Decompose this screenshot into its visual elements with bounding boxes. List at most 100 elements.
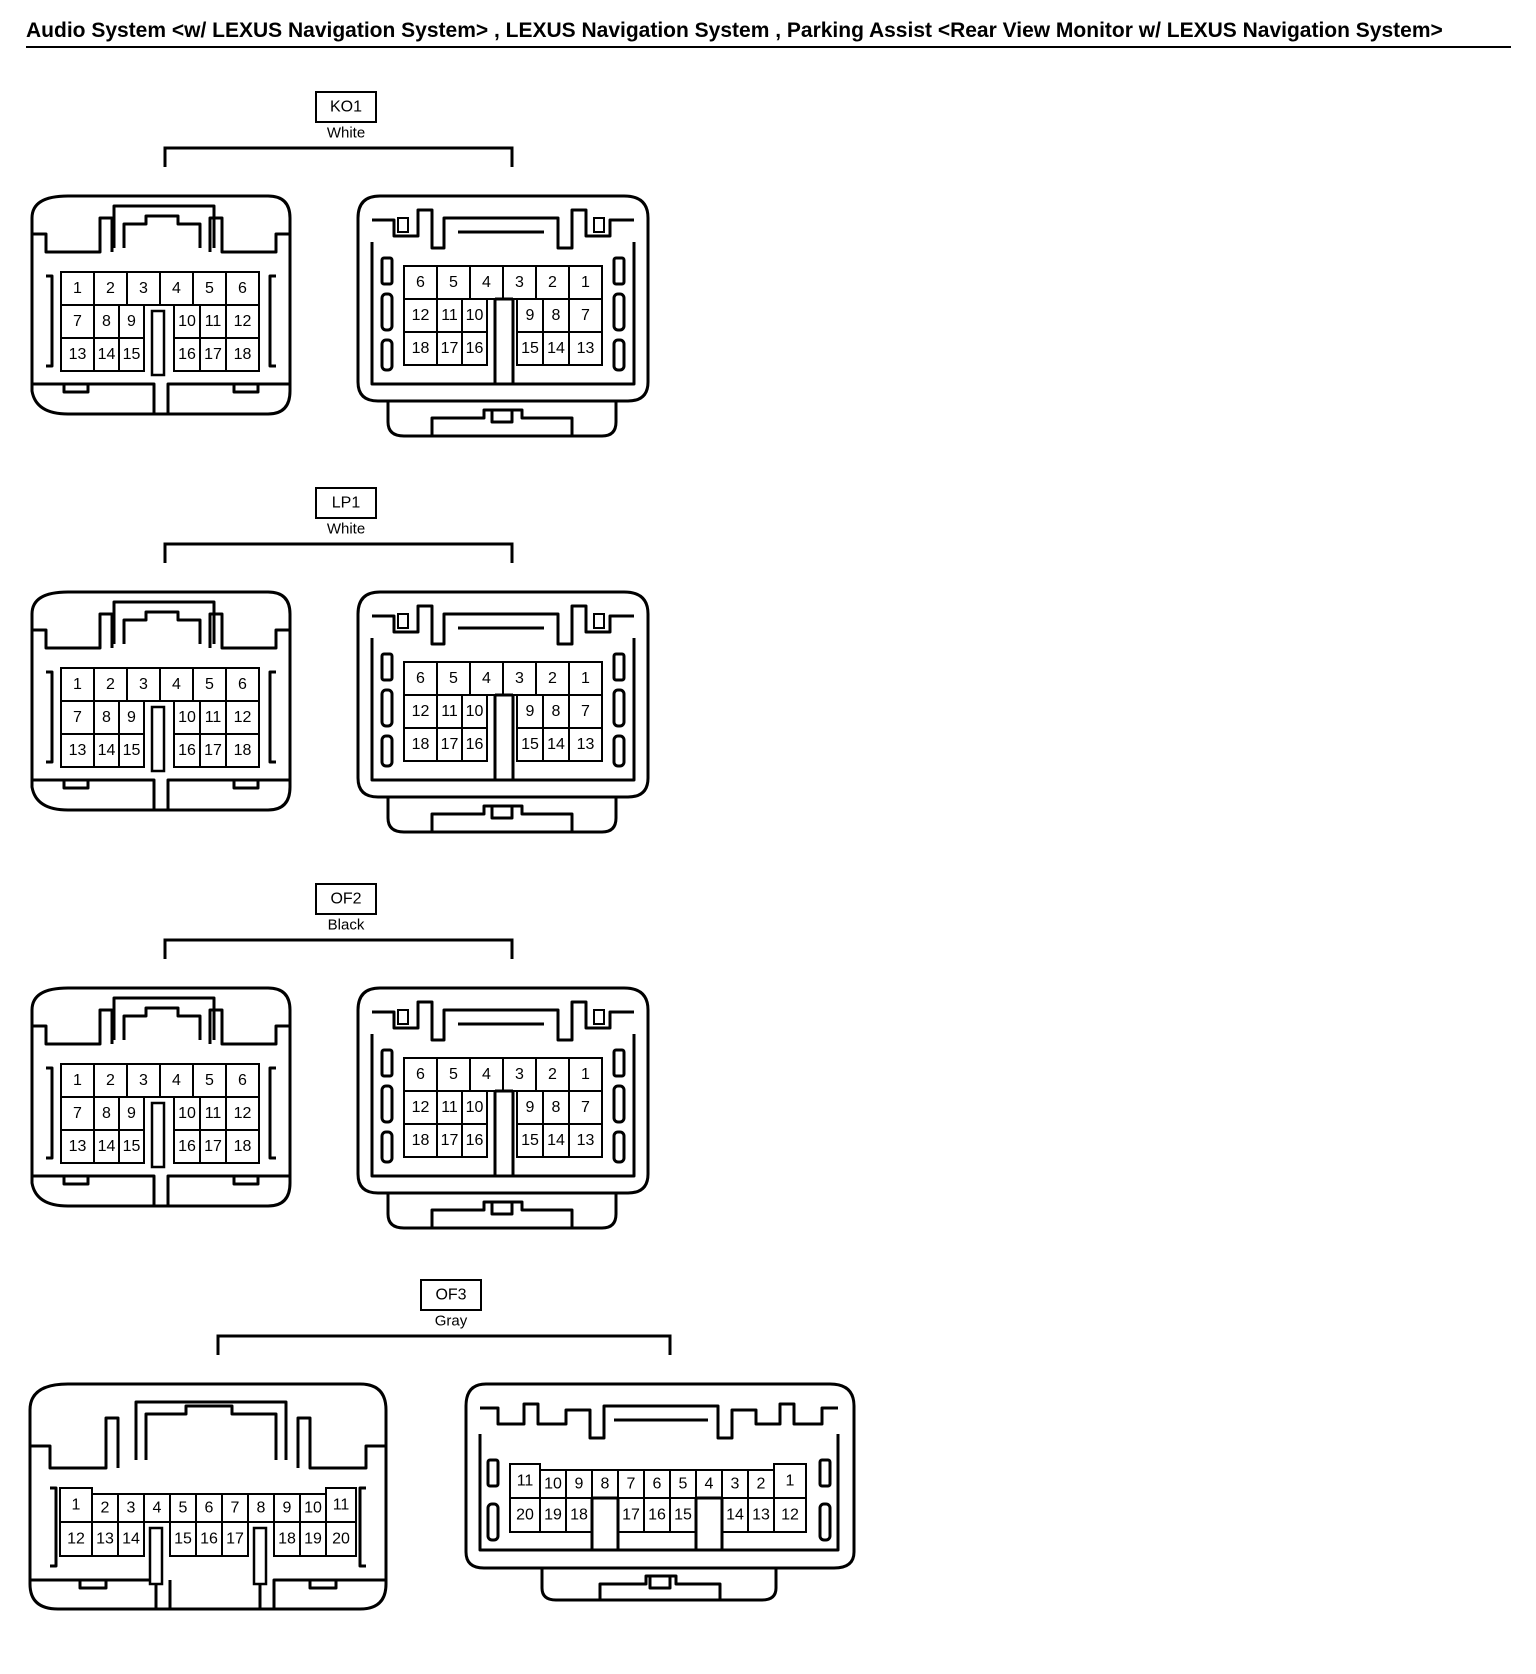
pin-14: 14	[122, 1531, 140, 1548]
notch-right	[593, 1009, 605, 1025]
pin-6: 6	[653, 1476, 662, 1493]
pin-16: 16	[178, 346, 196, 363]
pin-14: 14	[547, 1132, 565, 1149]
pin-9: 9	[526, 703, 535, 720]
pin-17-box	[436, 1123, 463, 1158]
pin-5: 5	[205, 1072, 214, 1089]
pin-16-box	[461, 727, 488, 762]
pin-3: 3	[515, 274, 524, 291]
pin-3: 3	[731, 1476, 740, 1493]
pin-3: 3	[515, 670, 524, 687]
pin-6: 6	[238, 280, 247, 297]
pin-13: 13	[577, 736, 595, 753]
inner-wall	[370, 242, 636, 386]
pin-14-box	[542, 727, 570, 762]
pin-4: 4	[172, 676, 181, 693]
lock-outer	[112, 204, 216, 248]
pin-3: 3	[139, 1072, 148, 1089]
connector-code-box	[420, 1279, 482, 1311]
bottom-skirt	[386, 797, 618, 834]
pin-12: 12	[234, 709, 252, 726]
pin-15: 15	[521, 1132, 539, 1149]
pin-14: 14	[547, 736, 565, 753]
lock-outer	[112, 996, 216, 1040]
pin-16-box	[461, 331, 488, 366]
lock-outer	[112, 600, 216, 644]
pin-6: 6	[205, 1500, 214, 1517]
pin-7: 7	[73, 313, 82, 330]
pin-4-box	[143, 1493, 171, 1523]
pin-10: 10	[466, 703, 484, 720]
pin-5: 5	[449, 670, 458, 687]
key-channel	[493, 297, 515, 384]
key-channel-2	[694, 1498, 724, 1550]
pin-17-box	[436, 727, 463, 762]
pin-5: 5	[449, 274, 458, 291]
pin-3: 3	[127, 1500, 136, 1517]
pin-18-box	[403, 331, 438, 366]
pin-12: 12	[67, 1531, 85, 1548]
foot-left	[32, 778, 156, 810]
pin-6-box	[403, 1057, 438, 1092]
foot-right	[166, 778, 290, 810]
pin-19: 19	[304, 1531, 322, 1548]
foot-tab-right	[308, 1578, 338, 1590]
pin-9: 9	[127, 1105, 136, 1122]
pin-12: 12	[234, 313, 252, 330]
pin-13: 13	[577, 340, 595, 357]
pin-3-box	[117, 1493, 145, 1523]
foot-right	[272, 1578, 386, 1609]
rib-l3	[380, 338, 394, 372]
pin-1-box	[568, 661, 603, 696]
rib-r3	[612, 338, 626, 372]
pin-9: 9	[127, 709, 136, 726]
pin-6: 6	[416, 274, 425, 291]
pin-10: 10	[466, 1099, 484, 1116]
pin-6-box	[403, 661, 438, 696]
key-channel-1	[590, 1498, 620, 1550]
foot-tab-left	[62, 1174, 90, 1186]
notch-right	[593, 613, 605, 629]
latch-left	[32, 1008, 114, 1046]
pin-15: 15	[521, 340, 539, 357]
key-slot	[150, 705, 166, 773]
pin-2: 2	[548, 274, 557, 291]
pin-11: 11	[441, 703, 458, 720]
rib-l1	[380, 1048, 394, 1078]
pin-3: 3	[139, 676, 148, 693]
pin-10: 10	[178, 709, 196, 726]
pin-18: 18	[234, 742, 252, 759]
pin-1: 1	[581, 1066, 590, 1083]
pin-8: 8	[601, 1476, 610, 1493]
foot-left	[32, 382, 156, 414]
pin-18-box	[403, 1123, 438, 1158]
female-housing	[464, 1382, 856, 1570]
pin-6-box	[225, 271, 260, 306]
pin-12: 12	[412, 703, 430, 720]
pin-1: 1	[73, 676, 82, 693]
pin-5-box	[192, 1063, 227, 1098]
side-rail-left	[46, 274, 54, 368]
bottom-skirt	[386, 1193, 618, 1230]
pin-17: 17	[441, 340, 459, 357]
pin-12: 12	[781, 1507, 799, 1524]
pin-17: 17	[204, 346, 222, 363]
pin-9-box	[516, 1090, 544, 1125]
pin-6: 6	[238, 676, 247, 693]
pin-12-box	[773, 1497, 807, 1533]
foot-tab-right	[232, 1174, 260, 1186]
pin-8: 8	[102, 709, 111, 726]
key-channel	[493, 693, 515, 780]
pin-8: 8	[102, 313, 111, 330]
pin-18-box	[225, 337, 260, 372]
pin-8: 8	[552, 703, 561, 720]
pin-17: 17	[226, 1531, 244, 1548]
pin-20-box	[509, 1497, 541, 1533]
foot-tab-right	[232, 382, 260, 394]
pin-18: 18	[412, 340, 430, 357]
pin-11-box	[199, 1096, 227, 1131]
